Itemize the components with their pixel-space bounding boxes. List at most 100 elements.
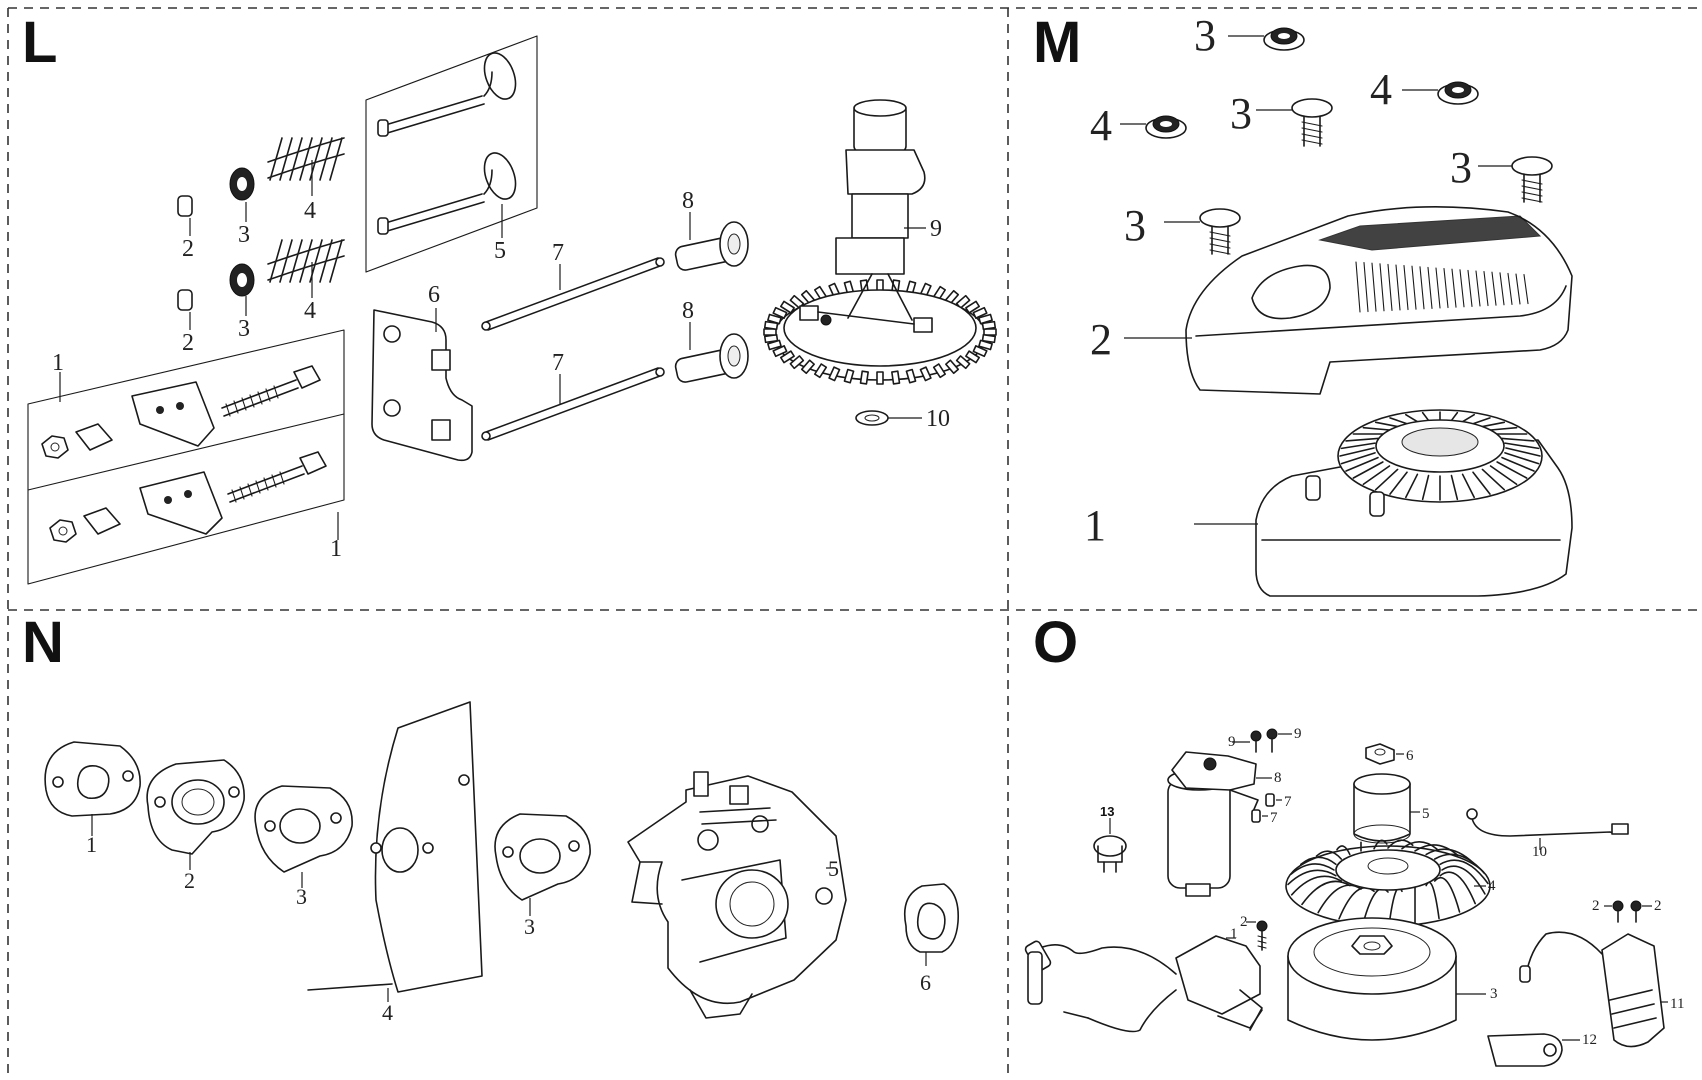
- callout-l-2b: 2: [182, 330, 194, 356]
- leader-lines-o: [1226, 733, 1668, 1041]
- callout-m-2: 2: [1090, 315, 1112, 364]
- callout-o-11: 11: [1670, 996, 1684, 1012]
- callout-l-10: 10: [926, 406, 950, 432]
- gear-tooth: [932, 363, 947, 379]
- callout-o-3: 3: [1490, 986, 1498, 1002]
- bolt-icon: [1250, 728, 1278, 753]
- gear-tooth: [772, 345, 788, 358]
- screw-icon: [1612, 900, 1642, 923]
- callout-o-9b: 9: [1294, 726, 1302, 742]
- callout-l-9: 9: [930, 216, 942, 242]
- callout-l-7b: 7: [552, 350, 564, 376]
- gear-tooth: [945, 359, 960, 375]
- screw-icon: [1256, 920, 1268, 951]
- spring-icon: [267, 239, 345, 283]
- callout-l-5: 5: [494, 238, 506, 264]
- gear-tooth: [972, 345, 988, 358]
- plate-icon: [371, 309, 473, 462]
- gasket-icon: [494, 813, 591, 901]
- nut-icon: [41, 423, 121, 543]
- tappet-icon: [674, 221, 749, 383]
- callout-l-7a: 7: [552, 240, 564, 266]
- leader-lines-m: [1120, 35, 1512, 525]
- section-label-l: L: [22, 10, 57, 75]
- gear-tooth: [965, 300, 981, 314]
- gear-tooth: [828, 366, 841, 382]
- gear-tooth: [763, 333, 779, 344]
- callout-n-2: 2: [184, 868, 195, 893]
- insulator-icon: [146, 759, 245, 855]
- gear-tooth: [800, 359, 815, 375]
- gear-tooth: [763, 320, 779, 331]
- callout-l-1a: 1: [52, 350, 64, 376]
- gear-tooth: [767, 313, 782, 325]
- push-rod-icon: [481, 257, 665, 441]
- recoil-starter-icon: [1255, 409, 1573, 597]
- callout-o-2c: 2: [1654, 898, 1662, 914]
- keeper-icon: [177, 195, 193, 311]
- callout-l-6: 6: [428, 282, 440, 308]
- gear-tooth: [859, 370, 869, 385]
- callout-n-6: 6: [920, 970, 931, 995]
- flywheel-magnet-icon: [1287, 917, 1457, 1041]
- callout-o-5: 5: [1422, 806, 1430, 822]
- callout-m-1: 1: [1084, 501, 1106, 550]
- gasket-icon: [254, 785, 353, 873]
- callout-n-4: 4: [382, 1000, 393, 1025]
- carburetor-icon: [627, 771, 847, 1019]
- callout-o-10: 10: [1532, 844, 1547, 860]
- pin-icon: [1251, 793, 1275, 823]
- spring-icon: [267, 137, 345, 181]
- callout-l-2a: 2: [182, 236, 194, 262]
- gear-tooth: [981, 333, 997, 344]
- gear-tooth: [789, 355, 805, 370]
- gear-tooth: [767, 339, 782, 351]
- gear-tooth: [978, 313, 993, 325]
- callout-l-4b: 4: [304, 298, 316, 324]
- gear-tooth: [813, 363, 828, 379]
- rocker-group-box: [27, 329, 345, 585]
- gear-tooth: [919, 366, 932, 382]
- gear-tooth: [972, 306, 988, 319]
- section-m-drawing: 1 2 3 3 3 3 4 4: [1084, 11, 1573, 597]
- rocker-arm-icon: [131, 381, 223, 535]
- callout-m-4a: 3: [1194, 11, 1216, 60]
- gasket-icon: [44, 741, 141, 817]
- callout-o-13: 13: [1100, 804, 1114, 819]
- heat-shield-icon: [307, 701, 483, 993]
- callout-o-7b: 7: [1270, 810, 1278, 826]
- callout-o-1: 1: [1230, 926, 1238, 942]
- callout-m-3b: 3: [1230, 89, 1252, 138]
- callout-l-3a: 3: [238, 222, 250, 248]
- gear-tooth: [876, 371, 884, 385]
- gear-tooth: [779, 350, 795, 364]
- gear-tooth: [772, 306, 788, 319]
- section-label-m: M: [1033, 10, 1081, 75]
- gear-tooth: [981, 320, 997, 331]
- callout-m-4b: 4: [1370, 65, 1392, 114]
- fan-cover-icon: [1185, 206, 1573, 395]
- callout-o-12: 12: [1582, 1032, 1597, 1048]
- callout-o-7a: 7: [1284, 794, 1292, 810]
- valve-icon: [377, 152, 517, 235]
- callout-l-8b: 8: [682, 298, 694, 324]
- frame-dividers: [7, 7, 1698, 1078]
- ground-wire-icon: [1466, 808, 1629, 837]
- callout-o-9a: 9: [1228, 734, 1236, 750]
- callout-m-3a: 3: [1124, 201, 1146, 250]
- leader-lines-n: [91, 814, 927, 1002]
- camshaft-gear-icon: [763, 99, 997, 385]
- valve-icon: [377, 52, 517, 137]
- gear-tooth: [779, 300, 795, 314]
- nut-icon: [1365, 743, 1395, 765]
- callout-n-5: 5: [828, 856, 839, 881]
- section-n-drawing: 1 2 3 3 4 5 6: [44, 701, 960, 1025]
- flange-nut-icon: [1145, 27, 1479, 139]
- gear-tooth: [905, 368, 917, 384]
- starter-motor-icon: [1167, 751, 1259, 897]
- gear-tooth: [843, 368, 855, 384]
- callout-m-3c: 3: [1450, 143, 1472, 192]
- callout-o-4: 4: [1488, 878, 1496, 894]
- valve-group-box: [365, 35, 538, 273]
